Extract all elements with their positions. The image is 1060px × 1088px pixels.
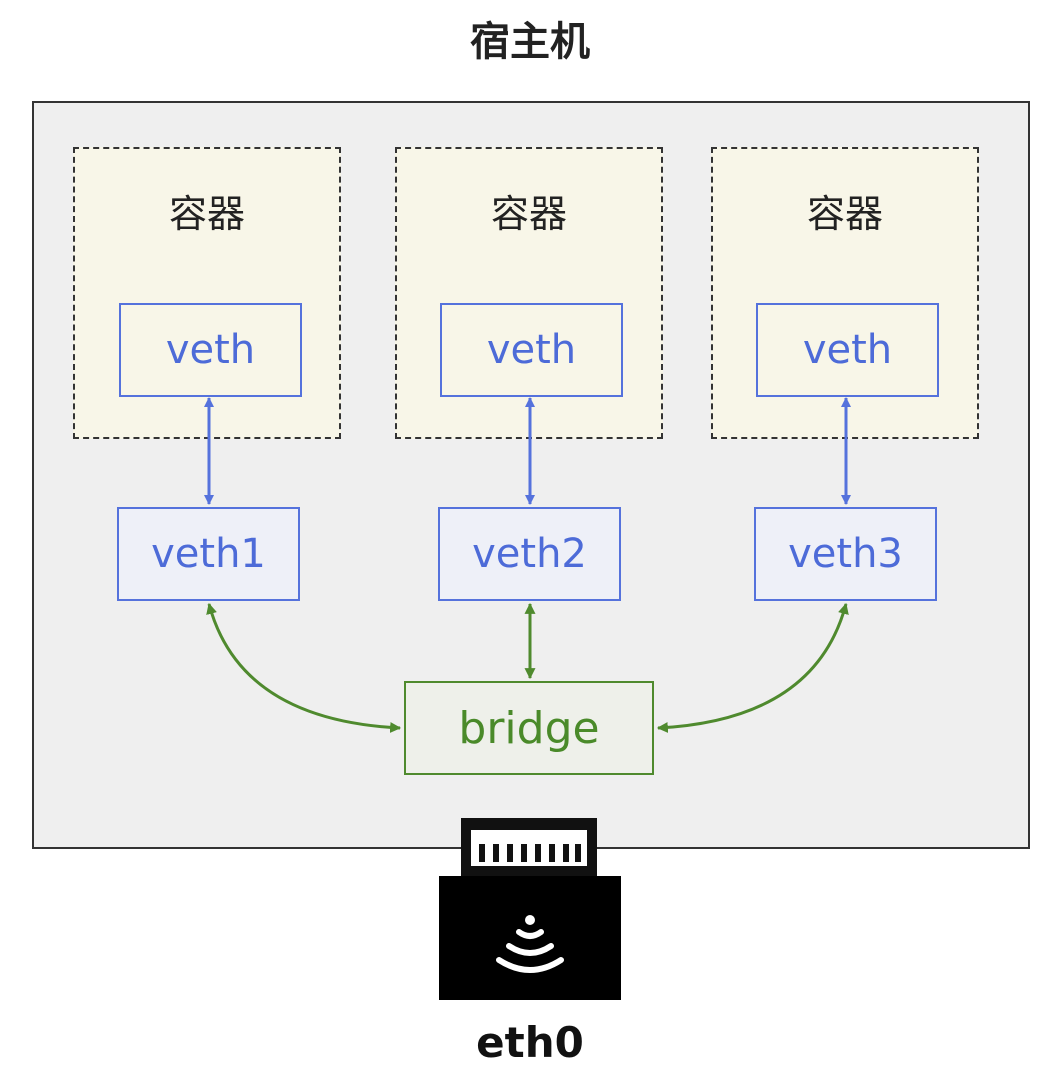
container-3: 容器 veth (711, 147, 979, 439)
host-title: 宿主机 (470, 19, 590, 65)
container-label: 容器 (168, 192, 245, 236)
container-veth: veth (440, 303, 623, 397)
nic-label: eth0 (476, 1018, 584, 1067)
nic-port (461, 818, 597, 878)
container-veth: veth (756, 303, 939, 397)
host-veth-2: veth2 (438, 507, 621, 601)
link-bridge-3 (656, 602, 849, 733)
nic-body (439, 876, 621, 1000)
nic-port-pins (471, 830, 587, 866)
host-veth-3: veth3 (754, 507, 937, 601)
host-veth-1: veth1 (117, 507, 300, 601)
container-label: 容器 (806, 192, 883, 236)
container-veth: veth (119, 303, 302, 397)
container-label: 容器 (490, 192, 567, 236)
nic-pins-icon (479, 844, 581, 862)
link-bridge-1 (206, 602, 402, 733)
wifi-icon (496, 915, 564, 973)
container-2: 容器 veth (395, 147, 663, 439)
bridge-box: bridge (404, 681, 654, 775)
